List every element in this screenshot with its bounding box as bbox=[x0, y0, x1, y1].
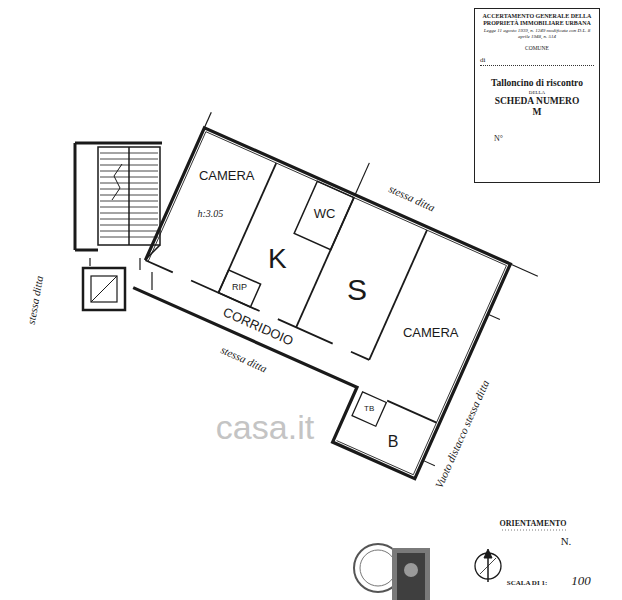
title-text: DELLA bbox=[480, 90, 594, 96]
neighbour-wall bbox=[204, 112, 211, 128]
door-mark bbox=[139, 258, 140, 270]
lift-outline bbox=[83, 268, 125, 310]
room-label: RIP bbox=[231, 283, 248, 293]
title-text: SCHEDA NUMERO bbox=[480, 96, 594, 107]
title-block: ACCERTAMENTO GENERALE DELLA PROPRIETÀ IM… bbox=[474, 8, 600, 183]
room-label: S bbox=[346, 272, 368, 305]
title-text: ACCERTAMENTO GENERALE DELLA PROPRIETÀ IM… bbox=[480, 13, 594, 27]
stair-outline bbox=[98, 147, 160, 245]
room-label: CAMERA bbox=[198, 169, 256, 183]
room-label: K bbox=[267, 243, 288, 274]
title-text: di bbox=[480, 56, 594, 66]
title-text: N° bbox=[480, 134, 594, 143]
scale-label: SCALA DI 1: bbox=[506, 580, 548, 588]
door-mark bbox=[151, 272, 152, 290]
partition bbox=[369, 230, 427, 360]
lift-shaft bbox=[83, 268, 125, 310]
partition bbox=[387, 401, 436, 423]
title-text: M bbox=[480, 107, 594, 118]
room-label: B bbox=[387, 433, 400, 451]
height-note: h:3.05 bbox=[196, 207, 224, 218]
neighbour-wall bbox=[510, 264, 537, 276]
stamp-picture bbox=[397, 553, 425, 600]
window-mark bbox=[423, 460, 435, 465]
stair-break bbox=[112, 164, 122, 200]
stair-divider bbox=[128, 147, 130, 245]
stamp-head bbox=[404, 563, 418, 577]
storage-outline bbox=[218, 270, 260, 307]
neighbour-wall bbox=[355, 163, 369, 195]
handwritten-note: stessa ditta bbox=[218, 343, 270, 375]
stair-steps bbox=[100, 153, 158, 237]
title-text: Legge 11 agosto 1939, n. 1249 modificata… bbox=[480, 28, 594, 40]
wall bbox=[74, 143, 77, 250]
handwritten-note: Vuoto distacco stessa ditta bbox=[432, 377, 491, 490]
compass-tick bbox=[480, 558, 496, 574]
outer-wall bbox=[109, 128, 511, 479]
orientation-label: ORIENTAMENTO bbox=[499, 520, 568, 529]
wall bbox=[75, 249, 98, 252]
scale-value: 100 bbox=[570, 574, 592, 588]
corridor-wall bbox=[145, 260, 369, 360]
title-text: COMUNE bbox=[480, 45, 594, 51]
revenue-stamp bbox=[354, 544, 430, 600]
cupboard-outline bbox=[352, 392, 386, 426]
title-text: Talloncino di riscontro bbox=[480, 78, 594, 89]
handwritten-note: stessa ditta bbox=[386, 182, 438, 214]
north-label: N. bbox=[560, 535, 573, 547]
stamp-body bbox=[392, 548, 430, 600]
lift-car bbox=[91, 276, 117, 302]
room-label: CAMERA bbox=[402, 325, 460, 339]
outer-wall-inner bbox=[113, 132, 507, 475]
dotted-rule bbox=[502, 530, 566, 531]
door-mark bbox=[89, 258, 90, 266]
watermark: casa.it bbox=[216, 409, 314, 446]
handwritten-note: stessa ditta bbox=[25, 274, 46, 327]
north-arrow bbox=[475, 530, 566, 582]
compass-head bbox=[484, 549, 492, 558]
room-label: CORRIDOIO bbox=[220, 305, 296, 349]
postmark-ring bbox=[360, 550, 396, 586]
room-label: TB bbox=[363, 405, 375, 414]
lift-diagonal bbox=[91, 276, 117, 302]
window-mark bbox=[488, 314, 500, 319]
room-label: WC bbox=[313, 207, 337, 221]
wall bbox=[75, 142, 162, 145]
wc-outline bbox=[294, 181, 354, 249]
